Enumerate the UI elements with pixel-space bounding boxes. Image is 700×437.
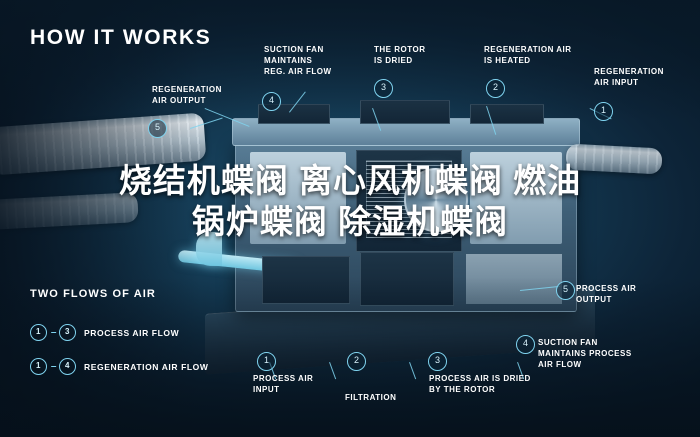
callout-label-suction-fan-top: SUCTION FAN MAINTAINS REG. AIR FLOW: [264, 45, 332, 76]
callout-label-regen-air-output: REGENERATION AIR OUTPUT: [152, 85, 222, 105]
legend-row-process-air: 1–3 PROCESS AIR FLOW: [30, 324, 179, 341]
legend-row-regeneration-air: 1–4 REGENERATION AIR FLOW: [30, 358, 209, 375]
callout-bullet-suction-fan-bottom[interactable]: 4: [516, 335, 535, 354]
front-panel-c: [470, 152, 562, 244]
callout-label-regen-air-input: REGENERATION AIR INPUT: [594, 67, 664, 87]
callout-label-regen-air-heated: REGENERATION AIR IS HEATED: [484, 45, 572, 65]
callout-bullet-process-air-output[interactable]: 5: [556, 281, 575, 300]
desiccant-rotor: [404, 168, 468, 232]
legend-label-process-air-flow: PROCESS AIR FLOW: [84, 327, 180, 338]
front-panel-a: [250, 152, 346, 244]
callout-label-filtration: FILTRATION: [345, 393, 397, 402]
legend-chip-2-from: 1: [30, 358, 47, 375]
callout-bullet-process-air-input[interactable]: 1: [257, 352, 276, 371]
callout-label-suction-fan-bottom: SUCTION FAN MAINTAINS PROCESS AIR FLOW: [538, 338, 632, 369]
callout-label-process-air-dried: PROCESS AIR IS DRIED BY THE ROTOR: [429, 374, 531, 394]
callout-bullet-filtration[interactable]: 2: [347, 352, 366, 371]
background-shade-top: [0, 0, 700, 120]
callout-label-process-air-output: PROCESS AIR OUTPUT: [576, 284, 637, 304]
callout-bullet-regen-air-output[interactable]: 5: [148, 119, 167, 138]
legend-dash-1: –: [50, 327, 58, 338]
callout-label-process-air-input: PROCESS AIR INPUT: [253, 374, 314, 394]
legend-label-regeneration-air-flow: REGENERATION AIR FLOW: [84, 361, 209, 372]
legend-chip-1-from: 1: [30, 324, 47, 341]
callout-bullet-suction-fan-top[interactable]: 4: [262, 92, 281, 111]
callout-label-rotor-dried: THE ROTOR IS DRIED: [374, 45, 426, 65]
legend-dash-2: –: [50, 361, 58, 372]
callout-bullet-regen-air-heated[interactable]: 2: [486, 79, 505, 98]
page-title: HOW IT WORKS: [30, 26, 212, 49]
callout-bullet-process-air-dried[interactable]: 3: [428, 352, 447, 371]
callout-bullet-regen-air-input[interactable]: 1: [594, 102, 613, 121]
watermark-text: 烧结机蝶阀 离心风机蝶阀 燃油锅炉蝶阀 除湿机蝶阀: [118, 162, 582, 240]
callout-bullet-rotor-dried[interactable]: 3: [374, 79, 393, 98]
legend-title: TWO FLOWS OF AIR: [30, 288, 156, 300]
legend-chip-2-to: 4: [59, 358, 76, 375]
air-duct-cyan-curve: [196, 232, 222, 266]
legend-chip-1-to: 3: [59, 324, 76, 341]
